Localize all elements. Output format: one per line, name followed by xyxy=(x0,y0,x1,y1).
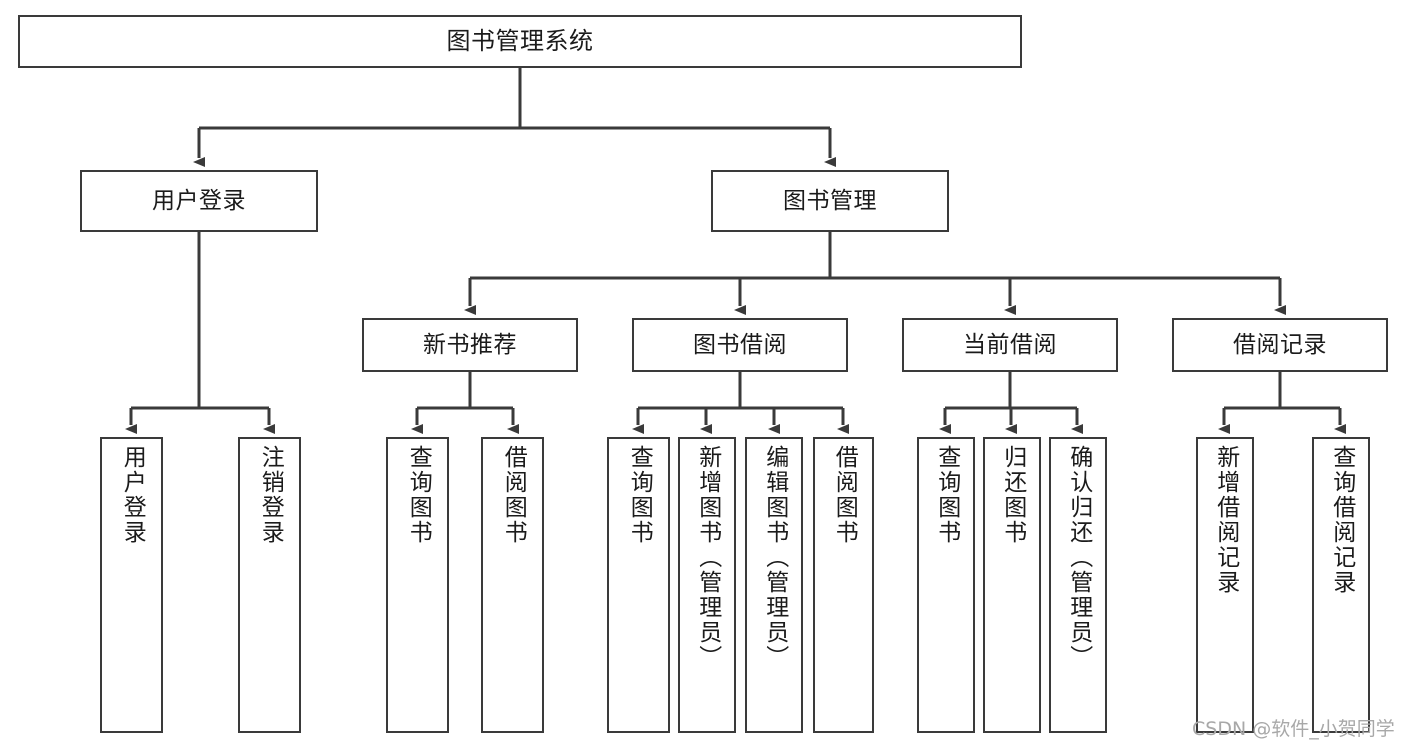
node-label: 归还图书 xyxy=(999,445,1026,545)
node-user-login[interactable]: 用户登录 xyxy=(80,170,318,232)
node-book-management[interactable]: 图书管理 xyxy=(711,170,949,232)
node-label: 借阅图书 xyxy=(500,445,527,545)
csdn-watermark: CSDN @软件_小贺同学 xyxy=(1192,718,1395,740)
node-label: 查询借阅记录 xyxy=(1328,445,1355,595)
leaf-borrow-book[interactable]: 借阅图书 xyxy=(813,437,874,733)
node-label: 用户登录 xyxy=(119,445,146,545)
node-label: 查询图书 xyxy=(405,445,432,545)
node-root-system[interactable]: 图书管理系统 xyxy=(18,15,1022,68)
leaf-query-borrow-record[interactable]: 查询借阅记录 xyxy=(1312,437,1370,733)
leaf-add-book-admin[interactable]: 新增图书（管理员） xyxy=(678,437,736,733)
node-label: 用户登录 xyxy=(152,187,246,214)
node-label: 借阅记录 xyxy=(1233,331,1327,358)
node-label: 图书管理 xyxy=(783,187,877,214)
node-current-borrow[interactable]: 当前借阅 xyxy=(902,318,1118,372)
node-label: 查询图书 xyxy=(626,445,653,545)
node-label: 注销登录 xyxy=(257,445,284,545)
leaf-confirm-return-admin[interactable]: 确认归还（管理员） xyxy=(1049,437,1107,733)
leaf-user-login[interactable]: 用户登录 xyxy=(100,437,163,733)
leaf-logout[interactable]: 注销登录 xyxy=(238,437,301,733)
node-label: 新书推荐 xyxy=(423,331,517,358)
node-label: 图书管理系统 xyxy=(446,27,594,56)
node-label: 新增图书（管理员） xyxy=(694,445,721,670)
node-new-book-recommend[interactable]: 新书推荐 xyxy=(362,318,578,372)
node-borrow-record[interactable]: 借阅记录 xyxy=(1172,318,1388,372)
node-label: 确认归还（管理员） xyxy=(1065,445,1092,670)
leaf-query-book-current[interactable]: 查询图书 xyxy=(917,437,975,733)
node-label: 借阅图书 xyxy=(831,445,858,545)
node-book-borrow[interactable]: 图书借阅 xyxy=(632,318,848,372)
leaf-edit-book-admin[interactable]: 编辑图书（管理员） xyxy=(745,437,803,733)
node-label: 当前借阅 xyxy=(963,331,1057,358)
leaf-query-book-newbook[interactable]: 查询图书 xyxy=(386,437,449,733)
leaf-return-book[interactable]: 归还图书 xyxy=(983,437,1041,733)
leaf-query-book-borrow[interactable]: 查询图书 xyxy=(607,437,670,733)
node-label: 编辑图书（管理员） xyxy=(761,445,788,670)
leaf-borrow-book-newbook[interactable]: 借阅图书 xyxy=(481,437,544,733)
node-label: 图书借阅 xyxy=(693,331,787,358)
leaf-add-borrow-record[interactable]: 新增借阅记录 xyxy=(1196,437,1254,733)
node-label: 查询图书 xyxy=(933,445,960,545)
node-label: 新增借阅记录 xyxy=(1212,445,1239,595)
